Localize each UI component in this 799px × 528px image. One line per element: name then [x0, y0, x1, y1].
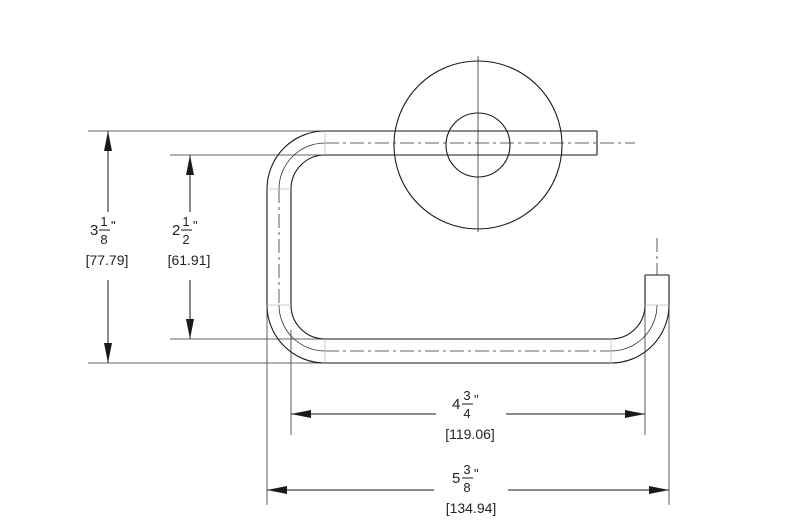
extension-lines [88, 130, 670, 505]
inner-width-mm: [119.06] [445, 426, 495, 442]
inner-height-mm: [61.91] [168, 252, 211, 268]
inner-height-unit: " [193, 218, 198, 233]
inner-width-unit: " [474, 392, 479, 407]
overall-height-numerator: 1 [100, 214, 107, 229]
inner-width-whole: 4 [452, 396, 460, 413]
inner-width-denominator: 4 [463, 406, 470, 421]
inner-height-denominator: 2 [182, 232, 189, 247]
overall-width-unit: " [474, 466, 479, 481]
dimension-inner-width: 4 3 4 " [119.06] [291, 386, 645, 444]
inner-height-whole: 2 [172, 222, 180, 239]
holder-arm [266, 130, 670, 364]
overall-width-mm: [134.94] [446, 500, 497, 516]
overall-width-denominator: 8 [463, 480, 470, 495]
inner-height-numerator: 1 [182, 214, 189, 229]
overall-height-denominator: 8 [100, 232, 107, 247]
mounting-rosette [393, 56, 563, 232]
overall-width-numerator: 3 [463, 462, 470, 477]
overall-height-unit: " [111, 218, 116, 233]
inner-width-numerator: 3 [463, 388, 470, 403]
overall-width-whole: 5 [452, 470, 460, 487]
dimension-overall-width: 5 3 8 " [134.94] [267, 460, 669, 520]
dimension-inner-height: 2 1 2 " [61.91] [168, 155, 211, 339]
overall-height-mm: [77.79] [86, 252, 129, 268]
overall-height-whole: 3 [90, 222, 98, 239]
dimension-overall-height: 3 1 8 " [77.79] [86, 131, 129, 363]
